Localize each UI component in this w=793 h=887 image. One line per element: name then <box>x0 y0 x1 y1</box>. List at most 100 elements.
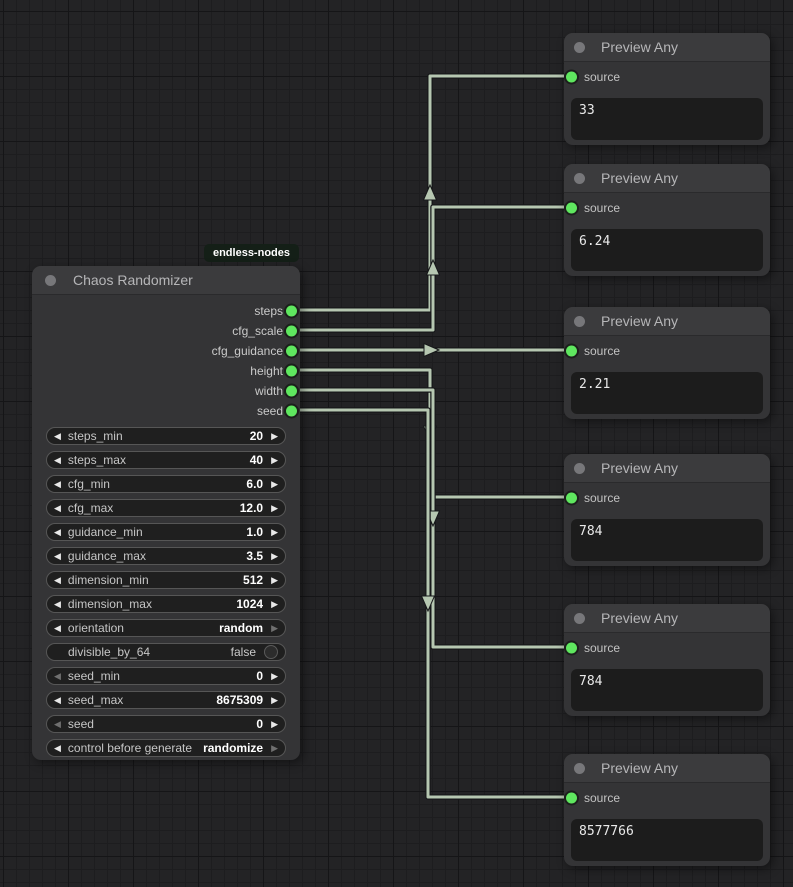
decrement-arrow-icon[interactable]: ◀ <box>54 742 61 753</box>
input-row-source: source <box>564 637 770 659</box>
increment-arrow-icon[interactable]: ▶ <box>271 526 278 537</box>
decrement-arrow-icon[interactable]: ◀ <box>54 526 61 537</box>
decrement-arrow-icon[interactable]: ◀ <box>54 478 61 489</box>
node-header[interactable]: Chaos Randomizer <box>32 266 300 295</box>
output-port-width[interactable] <box>286 385 297 397</box>
toggle-knob[interactable] <box>264 645 278 659</box>
increment-arrow-icon[interactable]: ▶ <box>271 622 278 633</box>
widget-steps-min[interactable]: ◀ steps_min 20 ▶ <box>46 427 286 445</box>
node-header[interactable]: Preview Any <box>564 604 770 633</box>
collapse-dot[interactable] <box>574 612 585 624</box>
output-port-seed[interactable] <box>286 405 297 417</box>
widget-cfg-max[interactable]: ◀ cfg_max 12.0 ▶ <box>46 499 286 517</box>
widget-label: divisible_by_64 <box>68 645 151 659</box>
preview-any-node-2[interactable]: Preview Any source 6.24 <box>564 164 770 276</box>
input-port-source[interactable] <box>566 202 577 214</box>
decrement-arrow-icon[interactable]: ◀ <box>54 598 61 609</box>
decrement-arrow-icon[interactable]: ◀ <box>54 430 61 441</box>
node-title: Preview Any <box>601 313 679 329</box>
widget-seed[interactable]: ◀ seed 0 ▶ <box>46 715 286 733</box>
preview-value-box[interactable]: 784 <box>571 519 763 561</box>
widget-value: 12.0 <box>239 501 264 515</box>
widget-steps-max[interactable]: ◀ steps_max 40 ▶ <box>46 451 286 469</box>
preview-any-node-4[interactable]: Preview Any source 784 <box>564 454 770 566</box>
collapse-dot[interactable] <box>574 762 585 774</box>
wire-arrow-right-icon <box>423 342 441 358</box>
preview-any-node-6[interactable]: Preview Any source 8577766 <box>564 754 770 866</box>
node-header[interactable]: Preview Any <box>564 307 770 336</box>
widget-orientation[interactable]: ◀ orientation random ▶ <box>46 619 286 637</box>
preview-value-box[interactable]: 33 <box>571 98 763 140</box>
increment-arrow-icon[interactable]: ▶ <box>271 742 278 753</box>
increment-arrow-icon[interactable]: ▶ <box>271 502 278 513</box>
preview-value-box[interactable]: 8577766 <box>571 819 763 861</box>
widget-label: orientation <box>67 621 124 635</box>
decrement-arrow-icon[interactable]: ◀ <box>54 502 61 513</box>
widget-guidance-min[interactable]: ◀ guidance_min 1.0 ▶ <box>46 523 286 541</box>
decrement-arrow-icon[interactable]: ◀ <box>54 574 61 585</box>
preview-any-node-5[interactable]: Preview Any source 784 <box>564 604 770 716</box>
increment-arrow-icon[interactable]: ▶ <box>271 694 278 705</box>
wire-cfg-scale <box>292 204 571 333</box>
increment-arrow-icon[interactable]: ▶ <box>271 718 278 729</box>
collapse-dot[interactable] <box>574 462 585 474</box>
preview-any-node-1[interactable]: Preview Any source 33 <box>564 33 770 145</box>
widget-control-before-generate[interactable]: ◀ control before generate randomize ▶ <box>46 739 286 757</box>
output-port-cfg-scale[interactable] <box>286 325 297 337</box>
output-port-height[interactable] <box>286 365 297 377</box>
node-header[interactable]: Preview Any <box>564 454 770 483</box>
widget-cfg-min[interactable]: ◀ cfg_min 6.0 ▶ <box>46 475 286 493</box>
widget-seed-min[interactable]: ◀ seed_min 0 ▶ <box>46 667 286 685</box>
input-port-source[interactable] <box>566 642 577 654</box>
decrement-arrow-icon[interactable]: ◀ <box>54 670 61 681</box>
widget-value: 0 <box>256 717 264 731</box>
collapse-dot[interactable] <box>574 172 585 184</box>
decrement-arrow-icon[interactable]: ◀ <box>54 694 61 705</box>
widget-label: steps_max <box>67 453 126 467</box>
wire-seed <box>292 407 571 800</box>
wire-arrow-down-icon <box>420 595 436 613</box>
decrement-arrow-icon[interactable]: ◀ <box>54 622 61 633</box>
input-port-source[interactable] <box>566 492 577 504</box>
output-port-cfg-guidance[interactable] <box>286 345 297 357</box>
increment-arrow-icon[interactable]: ▶ <box>271 454 278 465</box>
decrement-arrow-icon[interactable]: ◀ <box>54 718 61 729</box>
widget-value: 1.0 <box>246 525 264 539</box>
widget-dimension-max[interactable]: ◀ dimension_max 1024 ▶ <box>46 595 286 613</box>
increment-arrow-icon[interactable]: ▶ <box>271 550 278 561</box>
decrement-arrow-icon[interactable]: ◀ <box>54 454 61 465</box>
output-port-steps[interactable] <box>286 305 297 317</box>
decrement-arrow-icon[interactable]: ◀ <box>54 550 61 561</box>
widget-dimension-min[interactable]: ◀ dimension_min 512 ▶ <box>46 571 286 589</box>
preview-value-box[interactable]: 2.21 <box>571 372 763 414</box>
increment-arrow-icon[interactable]: ▶ <box>271 574 278 585</box>
output-slots: steps cfg_scale cfg_guidance height widt… <box>32 301 300 421</box>
input-port-source[interactable] <box>566 792 577 804</box>
widget-seed-max[interactable]: ◀ seed_max 8675309 ▶ <box>46 691 286 709</box>
node-header[interactable]: Preview Any <box>564 164 770 193</box>
widget-label: seed_min <box>67 669 120 683</box>
preview-value-box[interactable]: 6.24 <box>571 229 763 271</box>
increment-arrow-icon[interactable]: ▶ <box>271 430 278 441</box>
collapse-dot[interactable] <box>574 315 585 327</box>
preview-any-node-3[interactable]: Preview Any source 2.21 <box>564 307 770 419</box>
increment-arrow-icon[interactable]: ▶ <box>271 478 278 489</box>
widget-value: 20 <box>249 429 264 443</box>
chaos-randomizer-node[interactable]: Chaos Randomizer steps cfg_scale cfg_gui… <box>32 266 300 760</box>
node-header[interactable]: Preview Any <box>564 754 770 783</box>
widget-divisible-by-64[interactable]: divisible_by_64 false <box>46 643 286 661</box>
preview-value-box[interactable]: 784 <box>571 669 763 711</box>
widget-label: guidance_min <box>67 525 143 539</box>
collapse-dot[interactable] <box>574 41 585 53</box>
input-port-source[interactable] <box>566 345 577 357</box>
widget-label: dimension_min <box>67 573 149 587</box>
input-port-source[interactable] <box>566 71 577 83</box>
increment-arrow-icon[interactable]: ▶ <box>271 670 278 681</box>
widget-value: 0 <box>256 669 264 683</box>
widget-guidance-max[interactable]: ◀ guidance_max 3.5 ▶ <box>46 547 286 565</box>
node-header[interactable]: Preview Any <box>564 33 770 62</box>
widget-label: cfg_max <box>67 501 114 515</box>
collapse-dot[interactable] <box>45 274 56 286</box>
increment-arrow-icon[interactable]: ▶ <box>271 598 278 609</box>
